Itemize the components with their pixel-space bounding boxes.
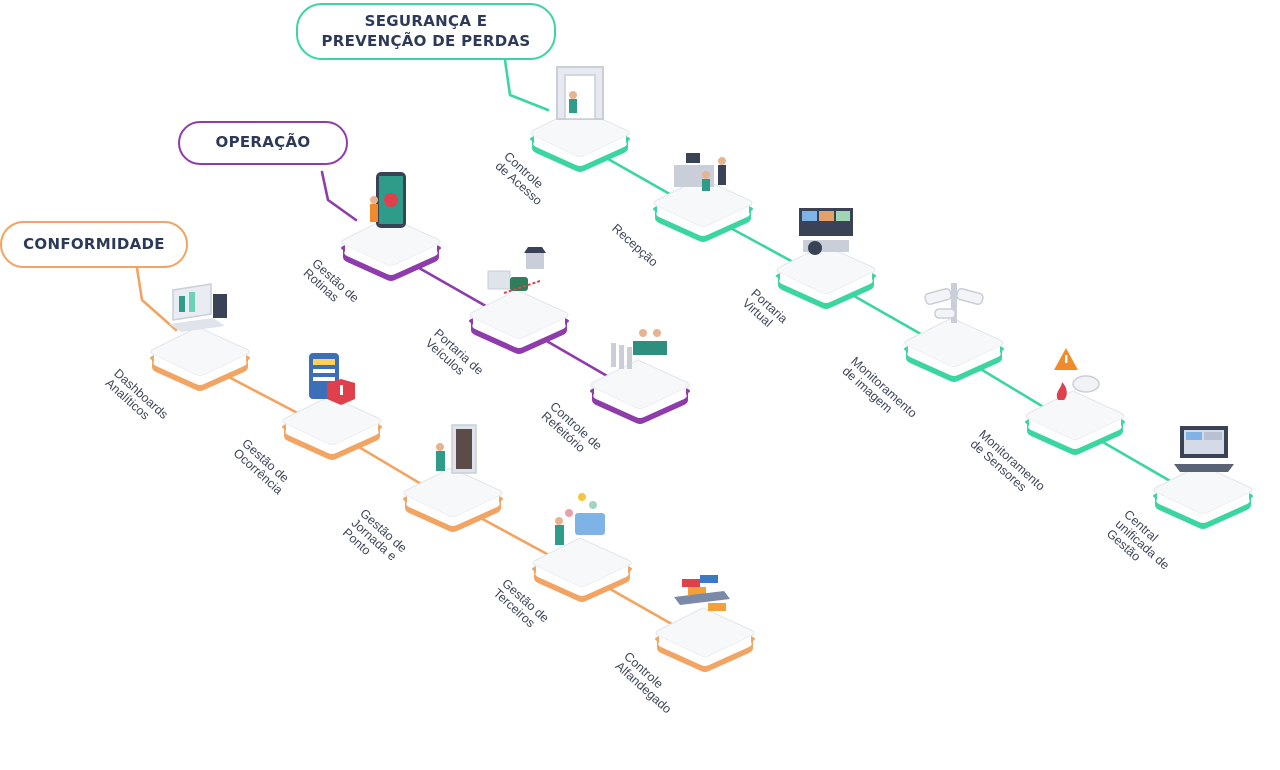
node-monitoramento-sensores[interactable] bbox=[1020, 348, 1130, 468]
node-controle-alfandegado[interactable] bbox=[650, 575, 760, 685]
node-tile bbox=[469, 289, 569, 354]
people-network-icon bbox=[555, 493, 605, 545]
category-operation-pill: OPERAÇÃO bbox=[178, 121, 348, 165]
smoke-sensor-icon bbox=[1054, 348, 1100, 400]
node-central-unificada[interactable] bbox=[1148, 426, 1258, 542]
cctv-camera-icon bbox=[924, 283, 984, 323]
node-tile bbox=[282, 395, 382, 460]
node-tile bbox=[653, 177, 753, 242]
time-clock-icon bbox=[436, 424, 477, 474]
operation-leader-line bbox=[320, 170, 358, 222]
node-tile bbox=[530, 107, 630, 172]
node-recepcao[interactable] bbox=[648, 153, 758, 255]
category-operation-title: OPERAÇÃO bbox=[215, 133, 311, 152]
node-tile bbox=[655, 607, 755, 672]
category-compliance-pill: CONFORMIDADE bbox=[0, 221, 188, 268]
node-controle-refeitorio[interactable] bbox=[585, 329, 695, 437]
cafeteria-icon bbox=[611, 329, 667, 369]
solutions-diagram: SEGURANÇA E PREVENÇÃO DE PERDAS OPERAÇÃO… bbox=[0, 3, 1258, 716]
node-gestao-ocorrencia[interactable] bbox=[277, 353, 387, 473]
laptop-dashboard-icon bbox=[1174, 426, 1234, 472]
turnstile-gate-icon bbox=[556, 66, 604, 120]
monitor-workstation-icon bbox=[799, 208, 853, 255]
compliance-leader-line bbox=[135, 266, 178, 332]
node-tile bbox=[341, 216, 441, 281]
node-tile bbox=[1025, 390, 1125, 455]
smartphone-icon bbox=[370, 172, 406, 228]
node-tile bbox=[150, 326, 250, 391]
analytics-laptop-icon bbox=[169, 283, 227, 332]
node-portaria-virtual[interactable] bbox=[771, 208, 881, 322]
alert-tablet-icon bbox=[309, 353, 355, 405]
node-tile bbox=[904, 317, 1004, 382]
category-security-title: SEGURANÇA E PREVENÇÃO DE PERDAS bbox=[321, 12, 531, 50]
node-gestao-jornada[interactable] bbox=[398, 424, 508, 545]
node-monitoramento-imagem[interactable] bbox=[899, 283, 1009, 395]
node-gestao-terceiros[interactable] bbox=[527, 493, 637, 615]
node-portaria-veiculos[interactable] bbox=[464, 247, 574, 367]
node-tile bbox=[776, 244, 876, 309]
node-dashboards-analiticos[interactable] bbox=[145, 283, 255, 404]
category-compliance-title: CONFORMIDADE bbox=[23, 234, 165, 253]
node-tile bbox=[532, 537, 632, 602]
vehicle-gate-icon bbox=[487, 247, 546, 294]
node-controle-acesso[interactable] bbox=[525, 66, 635, 185]
category-security-pill: SEGURANÇA E PREVENÇÃO DE PERDAS bbox=[296, 3, 556, 60]
node-tile bbox=[590, 359, 690, 424]
node-tile bbox=[403, 467, 503, 532]
reception-desk-icon bbox=[674, 153, 726, 191]
node-tile bbox=[1153, 464, 1253, 529]
security-leader-line bbox=[503, 58, 550, 112]
node-gestao-rotinas[interactable] bbox=[336, 172, 446, 294]
cargo-containers-icon bbox=[674, 575, 730, 611]
